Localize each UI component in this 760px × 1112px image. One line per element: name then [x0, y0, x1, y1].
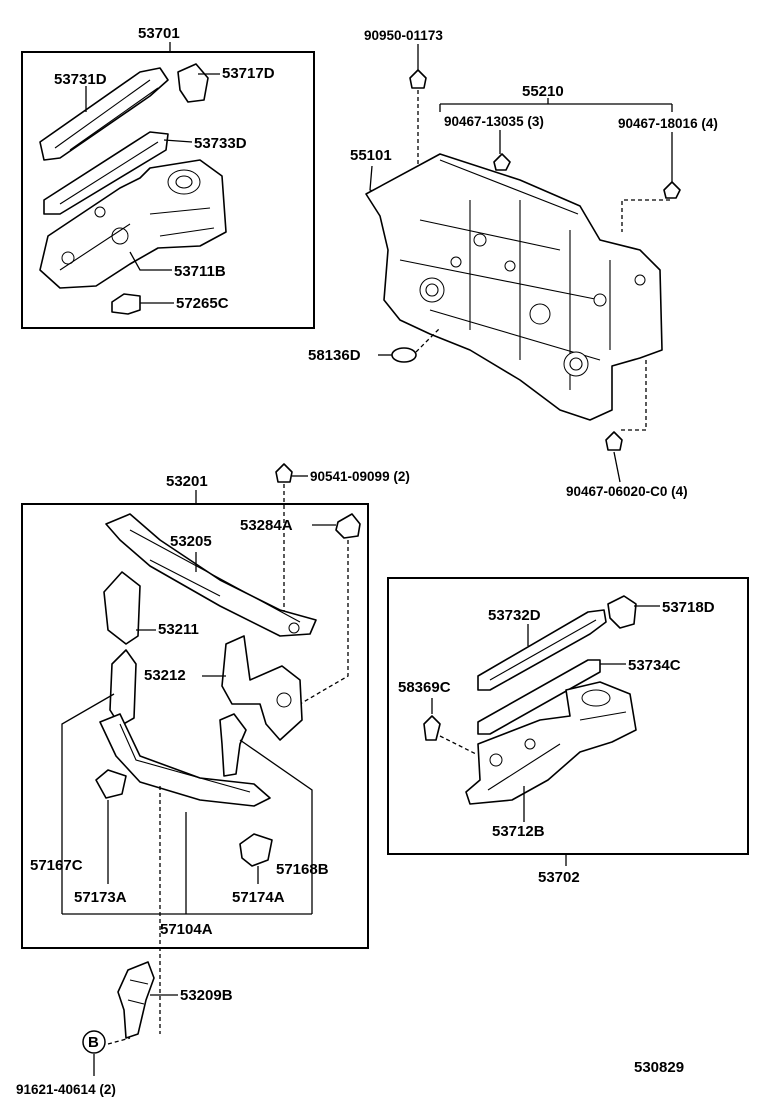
part-57265C [111, 293, 141, 315]
part-58369C [423, 715, 441, 741]
group-53201: 53201 90541-09099 (2) 53205 53284A 53211… [21, 463, 410, 1034]
label-90467-18016: 90467-18016 (4) [618, 116, 718, 131]
part-53284A [335, 513, 361, 539]
reference-letter: B [88, 1034, 99, 1051]
part-57173A [95, 769, 127, 799]
part-57174A [239, 833, 273, 867]
clip-90541-09099 [275, 463, 293, 483]
label-91621-40614: 91621-40614 (2) [16, 1082, 116, 1097]
part-53211 [103, 571, 141, 645]
part-57167C [109, 649, 137, 727]
reference-circle-B [82, 1030, 106, 1054]
part-53718D [607, 595, 637, 629]
group-box-53201 [21, 503, 369, 949]
group-number-55210: 55210 [522, 83, 564, 100]
group-number-53201: 53201 [166, 473, 208, 490]
group-53701: 53701 53731D 53717D 53733D 53711B 57265C [21, 25, 315, 329]
label-53712B: 53712B [492, 823, 545, 840]
bracket-53209B-area: 53209B B 91621-40614 (2) [16, 961, 233, 1097]
label-53205: 53205 [170, 533, 212, 550]
label-90950-01173: 90950-01173 [364, 28, 443, 43]
label-57168B: 57168B [276, 861, 329, 878]
label-53209B: 53209B [180, 987, 233, 1004]
label-57265C: 57265C [176, 295, 229, 312]
label-53212: 53212 [144, 667, 186, 684]
label-53731D: 53731D [54, 71, 107, 88]
part-53205 [105, 513, 317, 637]
label-57167C: 57167C [30, 857, 83, 874]
label-57104A: 57104A [160, 921, 213, 938]
part-53209B [117, 961, 155, 1039]
label-57173A: 57173A [74, 889, 127, 906]
part-53212 [221, 635, 303, 741]
label-58369C: 58369C [398, 679, 451, 696]
group-53702: 53702 53732D 53718D 53734C 53712B 58369C [387, 577, 749, 886]
label-53211: 53211 [158, 621, 199, 638]
clip-90467-06020-C0 [605, 431, 623, 451]
part-53731D [39, 67, 169, 161]
label-55101: 55101 [350, 147, 392, 164]
part-57104A [99, 713, 271, 807]
label-53284A: 53284A [240, 517, 293, 534]
group-number-53702: 53702 [538, 869, 580, 886]
part-55101-dash-panel [365, 153, 663, 421]
clip-90467-18016 [663, 181, 681, 199]
group-number-53701: 53701 [138, 25, 180, 42]
group-55210: 90950-01173 55210 90467-13035 (3) 90467-… [308, 28, 718, 499]
plug-58136D [391, 347, 417, 363]
clip-90467-13035 [493, 153, 511, 171]
part-53734C [477, 659, 601, 735]
label-90467-13035: 90467-13035 (3) [444, 114, 544, 129]
label-53711B: 53711B [174, 263, 226, 280]
part-53717D [177, 63, 209, 103]
part-53712B [465, 681, 637, 805]
label-90467-06020-C0: 90467-06020-C0 (4) [566, 484, 688, 499]
label-57174A: 57174A [232, 889, 285, 906]
label-53734C: 53734C [628, 657, 681, 674]
group-box-53702 [387, 577, 749, 855]
part-57168B [219, 713, 247, 777]
clip-90950-01173 [409, 69, 427, 89]
group-box-53701 [21, 51, 315, 329]
part-53733D [43, 131, 169, 215]
label-90541-09099: 90541-09099 (2) [310, 469, 410, 484]
label-53717D: 53717D [222, 65, 275, 82]
label-53718D: 53718D [662, 599, 715, 616]
diagram-code: 530829 [634, 1059, 684, 1076]
label-53732D: 53732D [488, 607, 541, 624]
label-53733D: 53733D [194, 135, 247, 152]
label-58136D: 58136D [308, 347, 361, 364]
